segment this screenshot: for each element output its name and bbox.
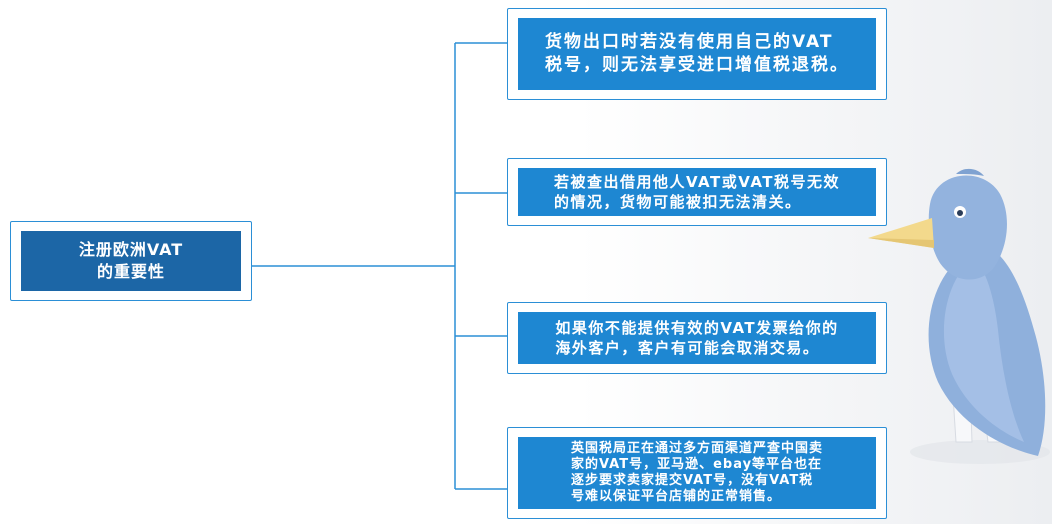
branch-node-2-label: 若被查出借用他人VAT或VAT税号无效 的情况，货物可能被扣无法清关。 bbox=[518, 168, 876, 216]
branch-node-4: 英国税局正在通过多方面渠道严查中国卖 家的VAT号，亚马逊、ebay等平台也在 … bbox=[507, 427, 887, 519]
branch-node-1: 货物出口时若没有使用自己的VAT 税号，则无法享受进口增值税退税。 bbox=[507, 8, 887, 100]
branch-node-4-label: 英国税局正在通过多方面渠道严查中国卖 家的VAT号，亚马逊、ebay等平台也在 … bbox=[518, 437, 876, 509]
bird-mascot-illustration bbox=[868, 168, 1050, 464]
branch-node-1-label: 货物出口时若没有使用自己的VAT 税号，则无法享受进口增值税退税。 bbox=[518, 18, 876, 90]
branch-node-2: 若被查出借用他人VAT或VAT税号无效 的情况，货物可能被扣无法清关。 bbox=[507, 158, 887, 226]
branch-node-3-label: 如果你不能提供有效的VAT发票给你的 海外客户，客户有可能会取消交易。 bbox=[518, 312, 876, 364]
root-node: 注册欧洲VAT 的重要性 bbox=[10, 221, 252, 301]
branch-node-3: 如果你不能提供有效的VAT发票给你的 海外客户，客户有可能会取消交易。 bbox=[507, 302, 887, 374]
root-node-label: 注册欧洲VAT 的重要性 bbox=[21, 231, 241, 291]
